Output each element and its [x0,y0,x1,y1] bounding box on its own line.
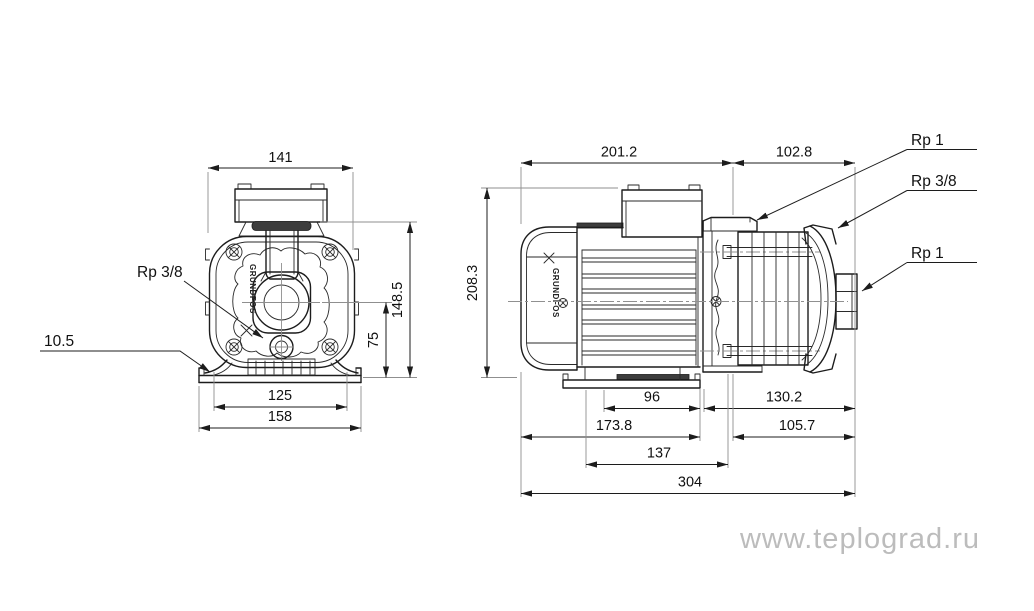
cap-screw [558,298,568,308]
svg-text:208.3: 208.3 [465,265,481,301]
clamp-tab-top [803,224,837,245]
clamp-tab-bottom [803,353,837,374]
side-view-dimensions: 201.2 102.8 208.3 96 130.2 173.8 [465,132,977,497]
corner-screw [225,338,243,356]
vent-band-base [616,374,690,380]
motor-stool-front [238,221,325,237]
side-tab-right-lower [354,301,359,316]
grundfos-logo-side: GRUNDFOS [543,252,560,318]
watermark-text: www.teplograd.ru [739,523,980,555]
label-priming-plug: Rp 3/8 [837,173,977,229]
svg-text:10.5: 10.5 [44,333,74,350]
dim-side-total-height: 208.3 [465,187,618,378]
dim-side-baseplate-length: 137 [585,374,729,468]
svg-text:Rp 3/8: Rp 3/8 [137,264,183,281]
svg-text:105.7: 105.7 [779,418,815,434]
side-tab-right-upper [354,248,359,261]
dim-front-body-width: 141 [207,150,354,250]
svg-text:Rp 3/8: Rp 3/8 [911,173,957,190]
front-view-drawing: GRUNDFOS [198,183,362,386]
label-discharge-port: Rp 1 [756,132,977,221]
svg-text:75: 75 [366,332,382,348]
dim-front-hole-spacing: 125 [213,386,348,411]
grundfos-logo-front: GRUNDFOS [240,264,257,337]
dim-front-base-width: 158 [198,386,362,432]
label-front-drain-plug: Rp 3/8 [137,264,264,339]
corner-screws [225,243,339,356]
svg-text:Rp 1: Rp 1 [911,245,944,262]
corner-screw [225,243,243,261]
side-tab-left-upper [205,248,210,261]
dim-side-motor-length: 201.2 [520,145,734,224]
tie-rod-lower [700,344,820,358]
terminal-box-side [621,184,703,238]
grundfos-mark-icon [240,324,253,337]
casting-contour [232,247,330,358]
corner-screw [321,243,339,261]
dim-front-height: 148.5 [320,221,417,378]
dim-side-port-to-end: 105.7 [732,374,855,441]
cooling-fins [581,257,697,356]
svg-text:158: 158 [268,409,292,425]
svg-text:148.5: 148.5 [390,282,406,318]
svg-text:304: 304 [678,475,702,491]
side-tab-left-lower [205,301,210,316]
dim-side-motor-to-base: 173.8 [520,372,700,497]
svg-text:173.8: 173.8 [596,418,632,434]
svg-text:137: 137 [647,446,671,462]
svg-text:GRUNDFOS: GRUNDFOS [551,268,560,318]
drain-plug-front [269,333,294,361]
front-view-dimensions: 141 148.5 75 125 158 Rp 3/8 [40,150,417,432]
label-suction-port: Rp 1 [861,245,977,292]
dim-side-total-length: 304 [521,475,855,497]
side-view-drawing: GRUNDFOS [508,184,858,389]
svg-text:102.8: 102.8 [776,145,812,161]
vent-band-front [251,221,312,231]
svg-text:201.2: 201.2 [601,145,637,161]
foot-right [335,359,359,374]
dim-front-port-height: 75 [322,302,392,378]
foot-left [204,359,228,374]
pump-casing-front [205,235,359,369]
motor-frame-side [576,222,701,368]
dim-side-chamber-section: 130.2 [703,389,855,412]
pump-stool-side [702,216,763,373]
dim-side-head-length: 102.8 [733,145,856,497]
svg-text:125: 125 [268,388,292,404]
clamp-bracket-front [260,230,304,282]
terminal-box-front [234,183,328,223]
svg-text:GRUNDFOS: GRUNDFOS [248,264,257,314]
motor-end-cap-side: GRUNDFOS [520,226,578,371]
svg-text:130.2: 130.2 [766,390,802,406]
grundfos-mark-icon [543,252,555,264]
baseplate-front [198,358,362,386]
vent-ribs-front [247,358,316,376]
baseplate-side [562,366,701,389]
corner-screw [321,338,339,356]
chamber-stack-side [737,231,809,366]
tie-rod-upper [700,245,820,259]
dim-side-fin-section: 96 [603,389,701,441]
svg-text:96: 96 [644,390,660,406]
svg-text:Rp 1: Rp 1 [911,132,944,149]
label-front-foot-hole: 10.5 [40,333,211,373]
svg-text:141: 141 [268,150,292,166]
